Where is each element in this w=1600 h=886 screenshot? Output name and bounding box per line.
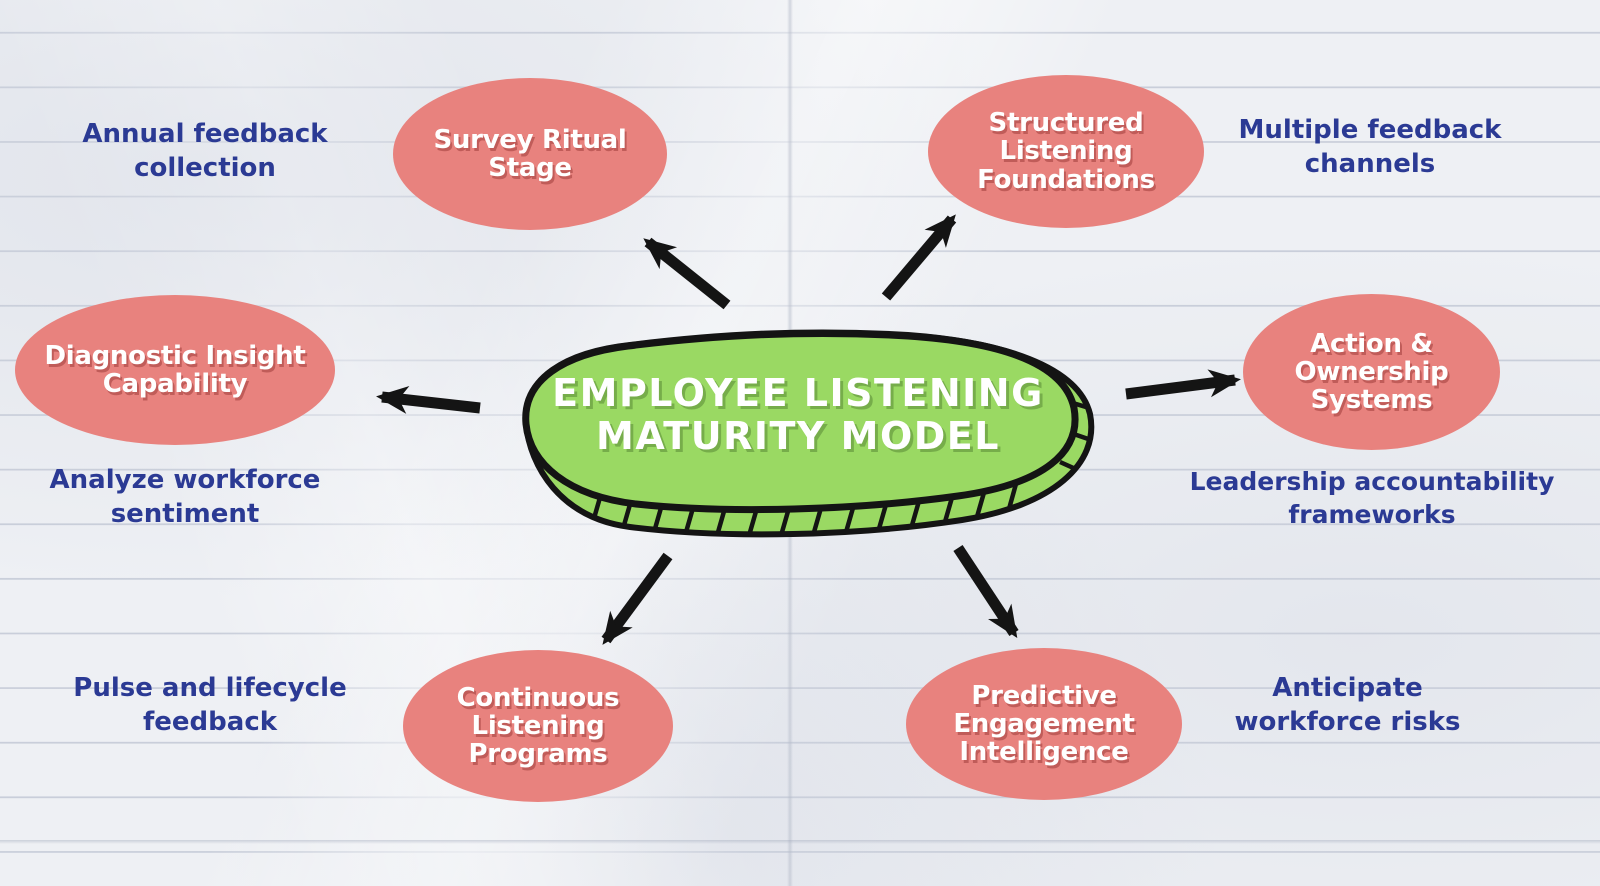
label-line: Systems	[1310, 385, 1433, 416]
label-line: Intelligence	[959, 737, 1129, 768]
label-line: Listening	[471, 710, 605, 741]
arrow-to-action-ownership-systems	[1125, 369, 1241, 400]
node-action-ownership-systems: Action & Ownership Systems	[1243, 294, 1500, 450]
node-label: Continuous Listening Programs	[457, 684, 620, 768]
note-line: sentiment	[110, 498, 260, 529]
node-structured-listening-foundations: Structured Listening Foundations	[928, 75, 1204, 228]
label-line: Programs	[468, 739, 608, 770]
node-diagnostic-insight-capability: Diagnostic Insight Capability	[15, 295, 335, 445]
annotation-annual-feedback-collection: Annual feedback collection	[55, 118, 355, 186]
node-label: Survey Ritual Stage	[433, 126, 626, 182]
note-line: Anticipate	[1272, 673, 1423, 703]
node-label: Action & Ownership Systems	[1295, 330, 1449, 414]
note-line: Annual feedback	[82, 119, 328, 149]
note-line: frameworks	[1288, 499, 1456, 529]
label-line: Action &	[1310, 328, 1433, 359]
label-line: Continuous	[456, 682, 620, 713]
arrow-to-diagnostic-insight-capability	[376, 385, 481, 414]
annotation-leadership-accountability-frameworks: Leadership accountability frameworks	[1172, 466, 1572, 531]
node-label: Diagnostic Insight Capability	[44, 342, 305, 398]
label-line: Ownership	[1294, 356, 1449, 387]
label-line: Predictive	[971, 680, 1117, 711]
note-line: Leadership accountability	[1189, 467, 1555, 496]
blob-face	[522, 329, 1079, 514]
label-line: Diagnostic Insight	[44, 340, 306, 371]
annotation-pulse-and-lifecycle-feedback: Pulse and lifecycle feedback	[55, 672, 365, 740]
note-line: collection	[134, 152, 276, 183]
annotation-multiple-feedback-channels: Multiple feedback channels	[1215, 114, 1525, 182]
label-line: Survey Ritual	[433, 124, 627, 155]
arrow-to-predictive-engagement-intelligence	[953, 544, 1019, 639]
paper-fold-bottom	[0, 840, 1600, 844]
arrow-to-survey-ritual-stage	[643, 237, 731, 310]
node-predictive-engagement-intelligence: Predictive Engagement Intelligence	[906, 648, 1182, 800]
arrow-to-continuous-listening-programs	[601, 552, 673, 645]
note-line: Analyze workforce	[49, 465, 321, 495]
node-label: Structured Listening Foundations	[977, 109, 1155, 193]
node-label: Predictive Engagement Intelligence	[953, 680, 1135, 768]
node-survey-ritual-stage: Survey Ritual Stage	[393, 78, 667, 230]
label-line: Structured	[988, 108, 1144, 139]
label-line: Stage	[488, 153, 572, 183]
label-line: Capability	[102, 369, 248, 399]
note-line: channels	[1304, 148, 1436, 179]
note-line: feedback	[142, 706, 278, 737]
annotation-analyze-workforce-sentiment: Analyze workforce sentiment	[25, 464, 345, 532]
label-line: Engagement	[953, 708, 1135, 739]
center-node-shape	[522, 329, 1095, 538]
label-line: Foundations	[977, 164, 1155, 195]
annotation-anticipate-workforce-risks: Anticipate workforce risks	[1195, 672, 1500, 740]
note-line: workforce risks	[1234, 706, 1461, 737]
note-line: Multiple feedback	[1238, 115, 1502, 145]
note-line: Pulse and lifecycle	[73, 673, 347, 703]
node-continuous-listening-programs: Continuous Listening Programs	[403, 650, 673, 802]
label-line: Listening	[999, 136, 1133, 167]
arrow-to-structured-listening-foundations	[881, 214, 957, 301]
